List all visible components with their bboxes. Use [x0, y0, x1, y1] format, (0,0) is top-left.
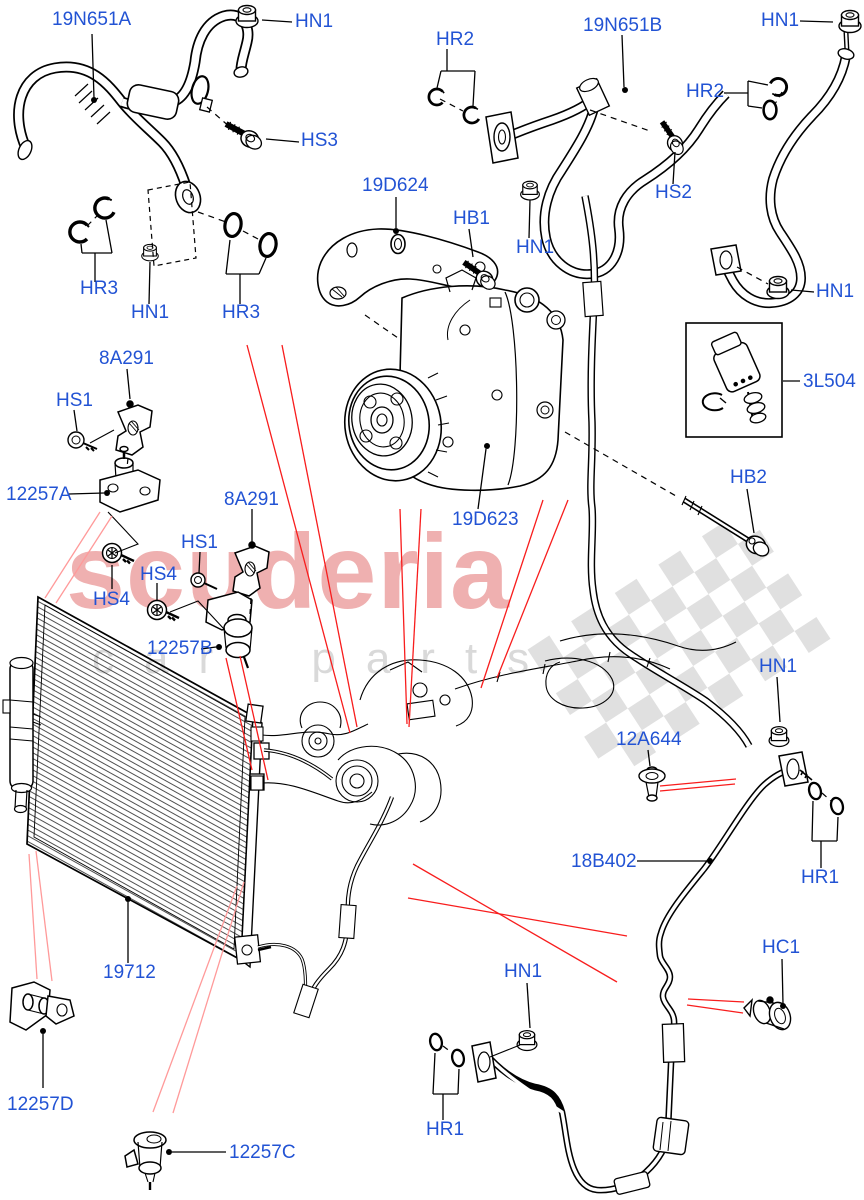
clip-hr3-a	[68, 220, 91, 244]
bolt-hs3	[221, 119, 265, 152]
mount-12257b-drawing	[205, 591, 253, 669]
clip-hr2-a	[427, 87, 446, 107]
part-label-hn1-13[interactable]: HN1	[516, 237, 555, 258]
part-label-hs2-11[interactable]: HS2	[655, 182, 692, 203]
mount-12257d-drawing	[9, 981, 75, 1031]
part-label-12a644-33[interactable]: 12A644	[616, 729, 682, 750]
bolt-hs1-left	[67, 431, 98, 452]
hose-19n651a-drawing	[13, 9, 254, 214]
bracket-8a291-right	[232, 541, 270, 597]
mount-12257c-drawing	[124, 1131, 167, 1190]
part-label-hs3-2[interactable]: HS3	[301, 130, 338, 151]
nut-hn1-rightmid	[768, 726, 790, 748]
nut-hn1-left	[141, 243, 159, 262]
part-label-hn1-32[interactable]: HN1	[759, 656, 798, 677]
oring-hr1-r-a	[806, 780, 824, 802]
watermark-brand: scuderia	[66, 513, 511, 631]
red-locator-lines	[225, 344, 745, 1014]
clamp-hc1-drawing	[743, 996, 792, 1031]
part-label-18b402-34[interactable]: 18B402	[571, 851, 637, 872]
part-label-hs4-22[interactable]: HS4	[140, 564, 177, 585]
part-label-hn1-14[interactable]: HN1	[816, 281, 855, 302]
part-label-hr1-30[interactable]: HR1	[426, 1119, 465, 1140]
clip-hr2-c	[766, 74, 791, 100]
bolt-hs2	[655, 119, 688, 157]
bracket-8a291-left	[115, 400, 153, 456]
nut-hn1-mid	[520, 180, 540, 201]
part-label-12257d-27[interactable]: 12257D	[7, 1094, 74, 1115]
oring-hr1-bl-b	[449, 1047, 467, 1069]
oring-hr3-b	[256, 230, 280, 260]
part-label-hn1-4[interactable]: HN1	[131, 302, 170, 323]
hose-19n651b-drawing	[485, 31, 855, 309]
part-label-19n651a-0[interactable]: 19N651A	[52, 9, 132, 30]
part-label-19d624-6[interactable]: 19D624	[362, 175, 429, 196]
part-label-hc1-31[interactable]: HC1	[762, 937, 801, 958]
condenser-bottom-fitting	[233, 934, 272, 965]
part-label-19712-26[interactable]: 19712	[103, 962, 156, 983]
part-label-hn1-9[interactable]: HN1	[761, 10, 800, 31]
mount-12257a-drawing	[99, 445, 161, 513]
part-label-12257c-28[interactable]: 12257C	[229, 1142, 296, 1163]
part-label-hb1-12[interactable]: HB1	[453, 208, 490, 229]
part-label-hr2-10[interactable]: HR2	[686, 81, 725, 102]
nut-hn1-bottommid	[516, 1030, 538, 1052]
checker-flag-watermark	[527, 522, 831, 767]
installed-view-drawing	[250, 195, 753, 1019]
bolt-hb2-drawing	[681, 495, 770, 557]
compressor-19d623-drawing	[343, 269, 566, 492]
part-label-hs1-21[interactable]: HS1	[181, 532, 218, 553]
part-label-3l504-15[interactable]: 3L504	[803, 371, 856, 392]
part-label-12257b-24[interactable]: 12257B	[147, 638, 213, 659]
nut-hn1-bottomright	[766, 275, 790, 300]
black-leader-lines	[40, 19, 839, 1155]
part-label-hs4-23[interactable]: HS4	[93, 589, 130, 610]
part-label-hn1-1[interactable]: HN1	[295, 11, 334, 32]
pipe-18b402-drawing	[471, 751, 813, 1195]
part-label-hr3-5[interactable]: HR3	[222, 302, 261, 323]
oring-hr2	[762, 99, 778, 121]
oring-hr3-a	[221, 210, 245, 240]
screw-hs4-left	[101, 542, 136, 565]
part-label-19d623-25[interactable]: 19D623	[452, 509, 519, 530]
oring-hr1-r-b	[828, 795, 846, 817]
pink-locator-lines	[28, 511, 245, 1114]
bolt-hs1-right	[190, 572, 218, 590]
part-label-hn1-29[interactable]: HN1	[504, 961, 543, 982]
part-label-8a291-20[interactable]: 8A291	[224, 489, 279, 510]
part-label-hr2-7[interactable]: HR2	[436, 29, 475, 50]
part-label-12257a-19[interactable]: 12257A	[6, 484, 72, 505]
sensor-3l504-box	[685, 322, 783, 438]
part-label-hr3-3[interactable]: HR3	[80, 278, 119, 299]
part-label-19n651b-8[interactable]: 19N651B	[583, 15, 663, 36]
clip-hr2-b	[460, 104, 483, 127]
part-label-8a291-17[interactable]: 8A291	[99, 348, 154, 369]
oring-hr1-bl-a	[427, 1031, 445, 1053]
grommet-12a644-drawing	[638, 766, 666, 802]
part-label-hb2-16[interactable]: HB2	[730, 467, 767, 488]
nut-hn1-topleft	[235, 4, 259, 29]
dashed-alignment-lines	[86, 91, 832, 1053]
part-label-hr1-35[interactable]: HR1	[801, 867, 840, 888]
part-label-hs1-18[interactable]: HS1	[56, 390, 93, 411]
receiver-drier	[2, 656, 42, 814]
nut-hn1-topright	[838, 9, 862, 34]
